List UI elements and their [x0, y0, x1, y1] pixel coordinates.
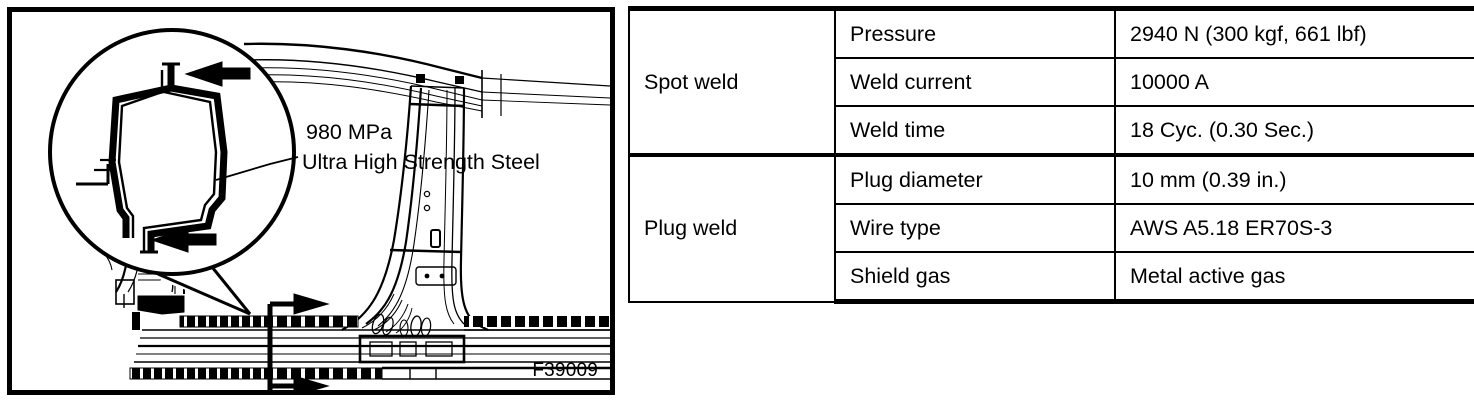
value-weld-current: 10000 A — [1114, 57, 1474, 107]
arrow-lower-right — [293, 375, 330, 390]
figure-id-label: F39009 — [532, 360, 598, 381]
material-leader-line — [215, 156, 299, 181]
param-plug-diameter: Plug diameter — [834, 153, 1116, 205]
table-row: Weld current 10000 A — [629, 57, 1474, 107]
value-wire-type: AWS A5.18 ER70S-3 — [1114, 203, 1474, 253]
table-row: Wire type AWS A5.18 ER70S-3 — [629, 203, 1474, 253]
value-weld-time: 18 Cyc. (0.30 Sec.) — [1114, 105, 1474, 157]
table-row: Spot weld Pressure 2940 N (300 kgf, 661 … — [628, 6, 1474, 156]
weld-leader-arrows — [267, 301, 298, 390]
flange-arrows — [150, 61, 251, 253]
body-structure-illustration — [48, 28, 610, 390]
rocker-panel — [129, 315, 610, 380]
material-type-label: Ultra High Strength Steel — [302, 150, 540, 174]
value-plug-diameter: 10 mm (0.39 in.) — [1114, 153, 1474, 205]
value-pressure: 2940 N (300 kgf, 661 lbf) — [1114, 6, 1474, 59]
value-shield-gas: Metal active gas — [1114, 251, 1474, 304]
table-row: Weld time 18 Cyc. (0.30 Sec.) — [629, 105, 1474, 157]
weld-spec-table-wrapper: Spot weld Pressure 2940 N (300 kgf, 661 … — [628, 6, 1474, 304]
arrow-upper-right — [293, 293, 330, 315]
param-pressure: Pressure — [834, 6, 1116, 59]
param-wire-type: Wire type — [834, 203, 1116, 253]
param-weld-time: Weld time — [834, 105, 1116, 157]
pillar-cross-section — [76, 62, 228, 254]
weld-group-plug-weld: Plug weld — [628, 153, 836, 303]
weld-spec-table: Spot weld Pressure 2940 N (300 kgf, 661 … — [628, 6, 1474, 304]
callout-bubble — [48, 28, 296, 316]
table-row: Shield gas Metal active gas — [629, 251, 1474, 304]
material-grade-label: 980 MPa — [306, 120, 393, 144]
table-row: Plug weld Plug diameter 10 mm (0.39 in.) — [628, 153, 1474, 303]
param-shield-gas: Shield gas — [834, 251, 1116, 304]
weld-group-spot-weld: Spot weld — [628, 6, 836, 156]
figure-panel: 980 MPa Ultra High Strength Steel F39009 — [7, 7, 615, 395]
param-weld-current: Weld current — [834, 57, 1116, 107]
roof-rail — [243, 42, 610, 118]
